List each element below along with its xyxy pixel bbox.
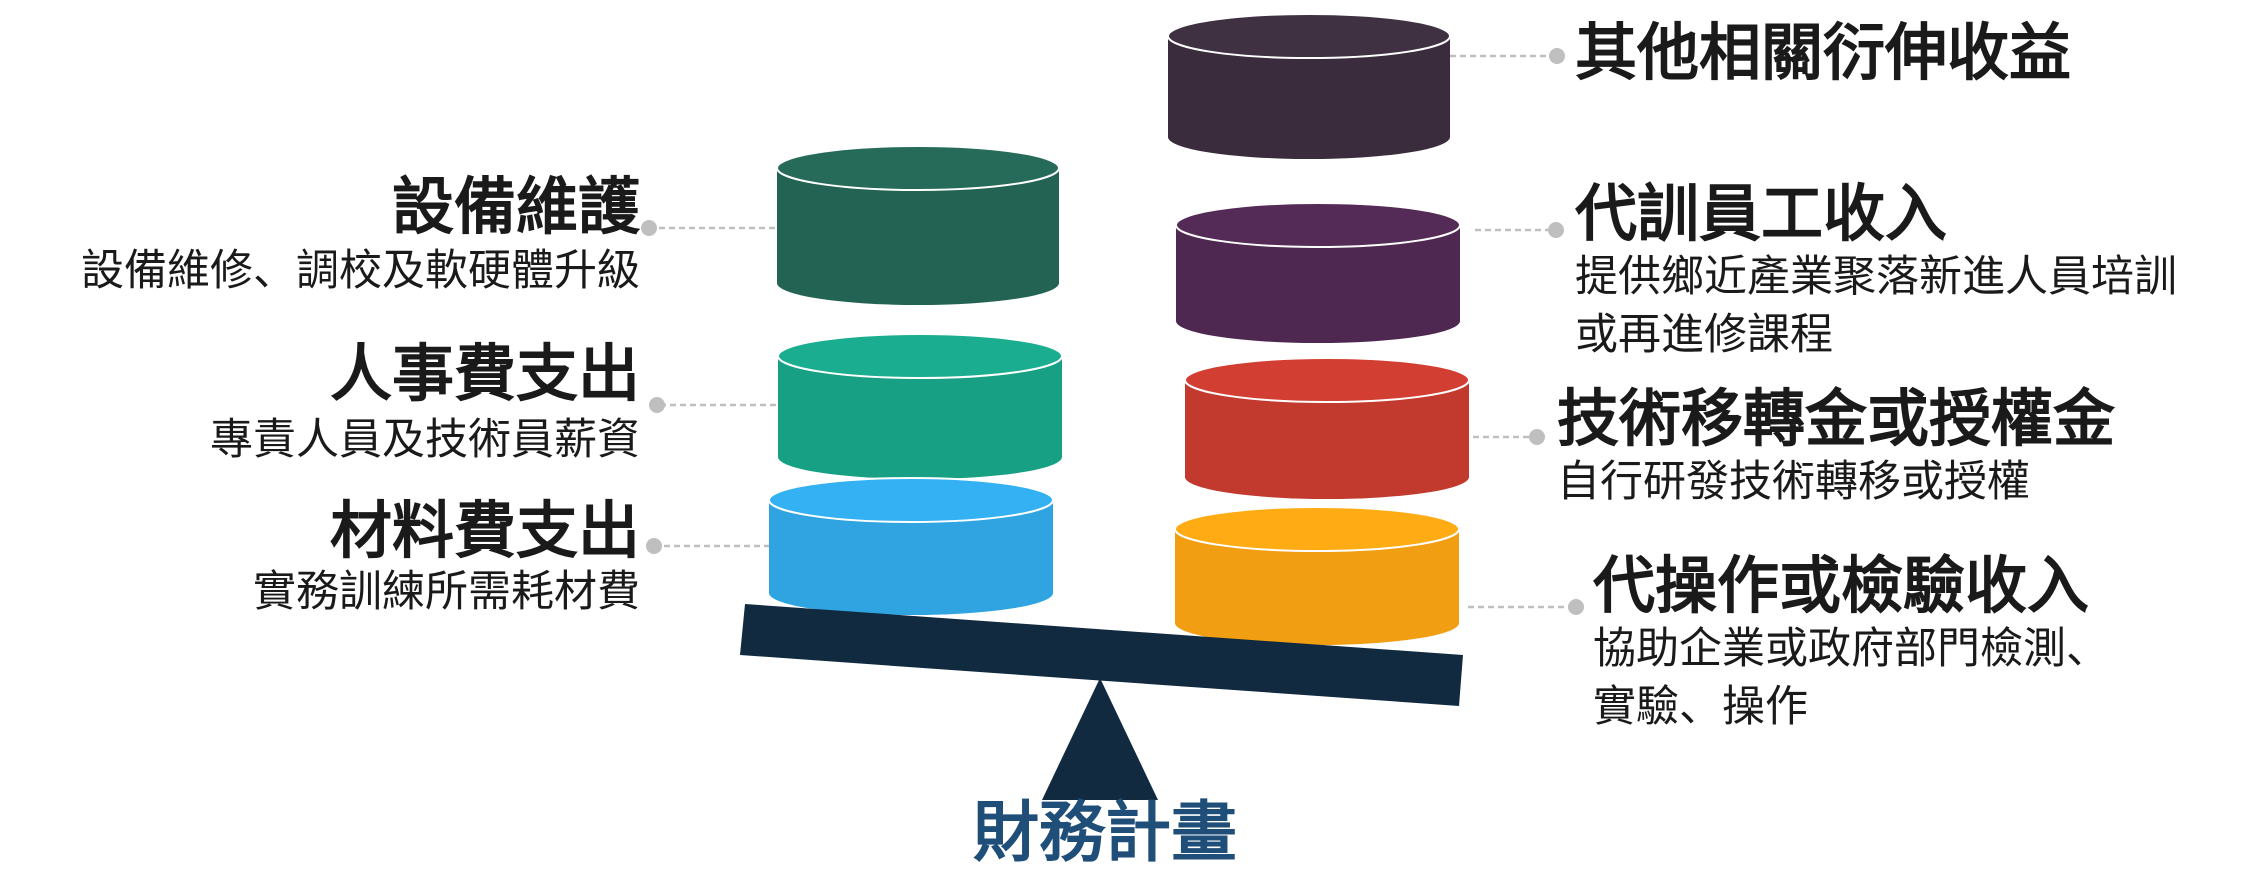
expense-desc-equipment: 設備維修、調校及軟硬體升級: [81, 246, 640, 296]
income-leader-3-dot: [1568, 599, 1584, 615]
income-desc-operation-line1: 協助企業或政府部門檢測、: [1593, 624, 2109, 674]
income-title-other: 其他相關衍伸收益: [1575, 16, 2072, 89]
income-cylinder-3-body: [1175, 529, 1459, 645]
income-desc-training-line1: 提供鄉近產業聚落新進人員培訓: [1575, 252, 2177, 302]
income-cylinder-1-body: [1176, 225, 1460, 343]
income-desc-tech-transfer: 自行研發技術轉移或授權: [1557, 457, 2030, 507]
financial-plan-title: 財務計畫: [973, 794, 1237, 871]
expense-title-personnel: 人事費支出: [329, 337, 640, 410]
expense-cylinder-2: [768, 477, 1054, 615]
expense-cylinder-0-body: [777, 168, 1059, 305]
income-desc-training-line2: 或再進修課程: [1575, 310, 1833, 360]
income-title-training: 代訓員工收入: [1575, 177, 1948, 250]
expense-cylinder-2-top: [768, 477, 1054, 523]
income-cylinder-2-body: [1185, 380, 1469, 499]
income-desc-operation-line2: 實驗、操作: [1593, 682, 1808, 732]
balance-beam: [740, 604, 1463, 706]
income-cylinder-3-top: [1174, 506, 1460, 552]
income-cylinder-0-top: [1167, 13, 1451, 59]
expense-leader-0-dot: [641, 220, 657, 236]
income-cylinder-2: [1184, 357, 1470, 499]
expense-cylinder-1-body: [778, 356, 1062, 479]
income-cylinder-2-top: [1184, 357, 1470, 403]
income-cylinder-0-body: [1168, 36, 1450, 159]
expense-title-materials: 材料費支出: [329, 494, 640, 567]
expense-cylinder-1-top: [777, 333, 1063, 379]
expense-leader-2-dot: [646, 538, 662, 554]
expense-cylinder-2-body: [769, 500, 1053, 615]
income-leader-2-dot: [1529, 429, 1545, 445]
expense-cylinder-0: [776, 145, 1060, 305]
income-title-tech-transfer: 技術移轉金或授權金: [1557, 382, 2116, 455]
expense-desc-personnel: 專責人員及技術員薪資: [210, 415, 640, 465]
expense-cylinder-1: [777, 333, 1063, 479]
expense-desc-materials: 實務訓練所需耗材費: [253, 567, 640, 617]
expense-cylinder-0-top: [776, 145, 1060, 191]
fulcrum-triangle: [1042, 678, 1158, 800]
income-cylinder-1: [1175, 202, 1461, 343]
expense-leader-1-dot: [649, 397, 665, 413]
income-leader-0-dot: [1549, 48, 1565, 64]
income-cylinder-0: [1167, 13, 1451, 159]
income-cylinder-3: [1174, 506, 1460, 645]
income-title-operation: 代操作或檢驗收入: [1593, 549, 2090, 622]
income-leader-1-dot: [1548, 222, 1564, 238]
expense-title-equipment: 設備維護: [391, 170, 640, 243]
income-cylinder-1-top: [1175, 202, 1461, 248]
